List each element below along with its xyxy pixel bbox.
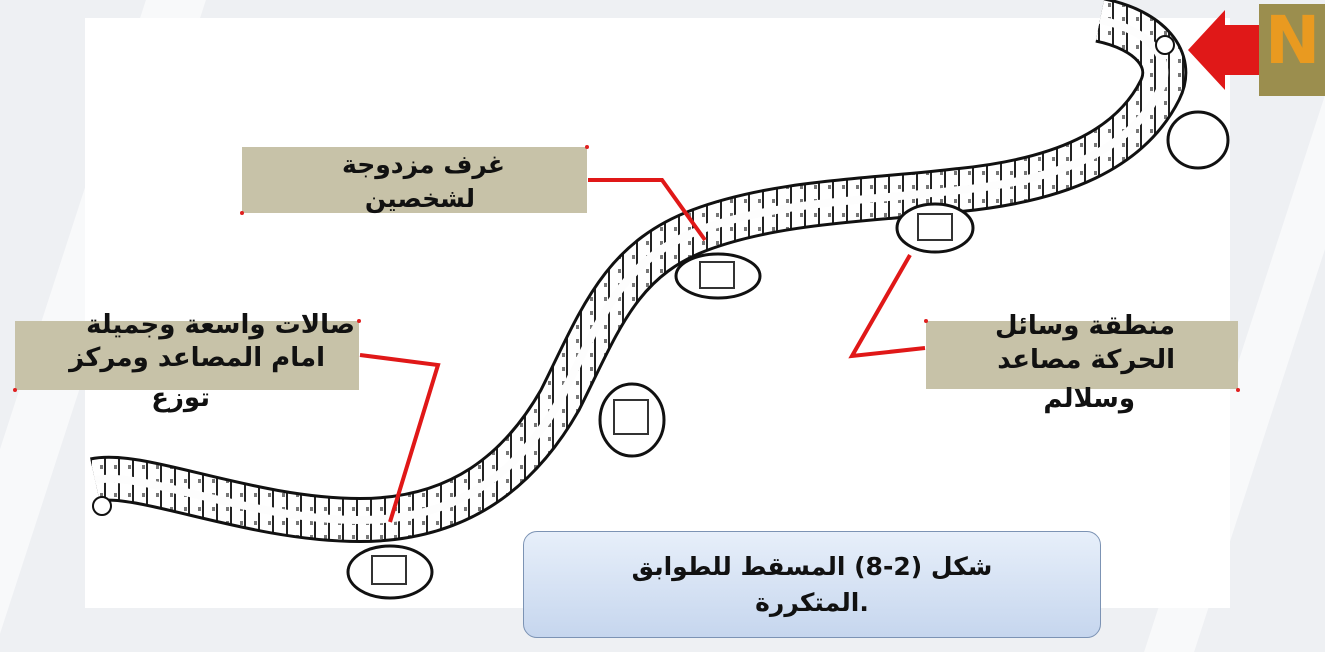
core-pod [674, 252, 762, 300]
label-halls-line1: صالات واسعة وجميلة [86, 310, 355, 340]
caption-line2: .المتكررة [755, 587, 869, 617]
north-letter: N [1265, 2, 1321, 79]
label-box-halls [15, 321, 359, 390]
marker-dot [357, 319, 361, 323]
label-box-double-rooms [242, 147, 587, 213]
label-circulation-line2: الحركة مصاعد [997, 345, 1175, 375]
marker-dot [240, 211, 244, 215]
marker-dot [13, 388, 17, 392]
label-box-circulation [926, 321, 1238, 389]
leader-line-circulation [848, 254, 926, 359]
leader-line-halls [359, 353, 441, 523]
core-pod [895, 202, 975, 254]
label-double-rooms-line2: لشخصين [364, 184, 475, 213]
caption-line1: شكل (2-8) المسقط للطوابق [631, 551, 993, 581]
label-halls-line2: امام المصاعد ومركز [69, 343, 325, 373]
marker-dot [585, 145, 589, 149]
end-node [92, 496, 112, 516]
figure-caption: شكل (2-8) المسقط للطوابق .المتكررة [523, 531, 1101, 638]
core-pod [598, 382, 666, 458]
label-double-rooms-line1: غرف مزدوجة [342, 150, 505, 179]
label-halls-line3: توزع [151, 383, 210, 413]
north-indicator [1259, 4, 1325, 96]
leader-line-rooms [588, 178, 707, 242]
marker-dot [1236, 388, 1240, 392]
label-circulation-line3: وسلالم [1043, 384, 1135, 414]
north-arrow [1188, 10, 1260, 90]
marker-dot [924, 319, 928, 323]
core-pod [1166, 110, 1230, 170]
label-circulation-line1: منطقة وسائل [994, 311, 1175, 341]
end-node [1155, 35, 1175, 55]
building-corridor [94, 16, 1169, 525]
core-pod [346, 544, 434, 600]
